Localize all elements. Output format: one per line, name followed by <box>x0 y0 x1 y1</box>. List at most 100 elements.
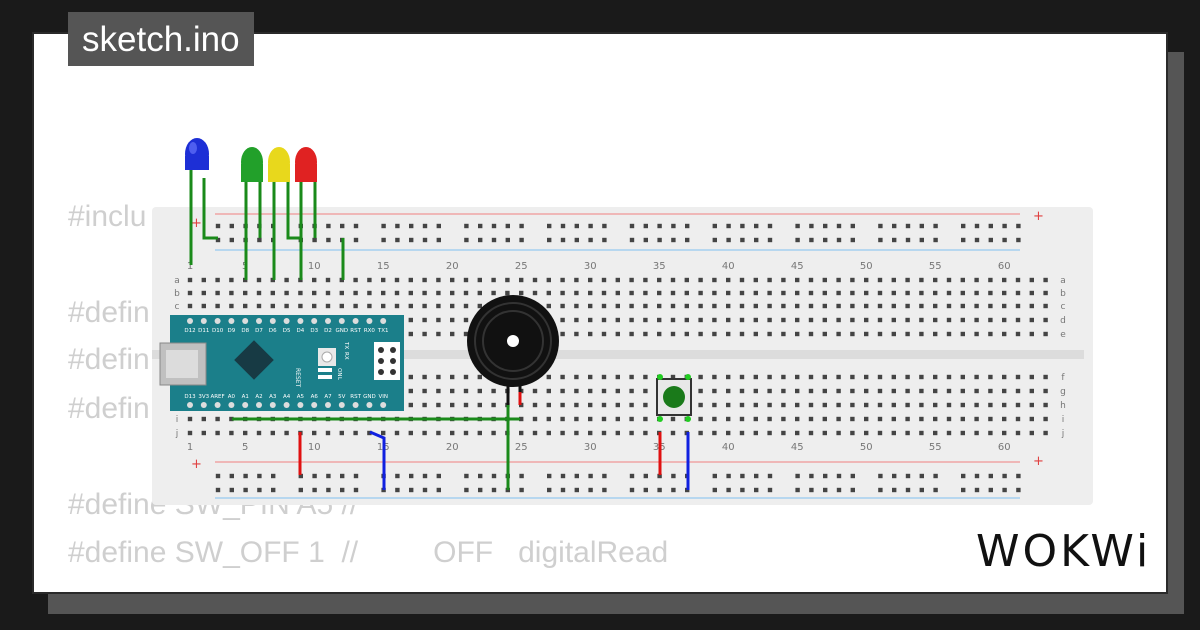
breadboard-hole <box>643 430 648 436</box>
breadboard-hole <box>850 416 855 422</box>
rail-hole <box>795 223 800 229</box>
red-led[interactable] <box>295 147 317 182</box>
breadboard-hole <box>905 303 910 309</box>
wire-green <box>286 182 300 240</box>
breadboard-hole <box>781 317 786 323</box>
rail-hole <box>312 473 317 479</box>
rail-hole <box>988 487 993 493</box>
breadboard-hole <box>739 331 745 337</box>
breadboard-hole <box>822 430 827 436</box>
nano-pin <box>380 318 387 324</box>
breadboard-hole <box>422 374 427 380</box>
breadboard-hole <box>933 277 938 283</box>
breadboard-hole <box>657 317 662 323</box>
rail-hole <box>491 473 497 479</box>
breadboard-hole <box>919 317 924 323</box>
breadboard-hole <box>1015 374 1021 380</box>
wokwi-logo: WOKWi <box>976 526 1152 577</box>
breadboard-hole <box>988 303 993 309</box>
row-letter: c <box>175 302 180 312</box>
green-led[interactable] <box>241 147 263 182</box>
breadboard-hole <box>850 430 855 436</box>
breadboard-hole <box>698 374 703 380</box>
nano-board <box>170 315 404 411</box>
breadboard-hole <box>643 277 648 283</box>
nano-pin-label: TX1 <box>377 328 389 334</box>
buzzer[interactable] <box>467 295 559 405</box>
breadboard-hole <box>657 277 662 283</box>
rail-hole <box>726 237 731 243</box>
breadboard-hole <box>615 430 620 436</box>
breadboard-hole <box>781 402 786 408</box>
breadboard-hole <box>463 402 469 408</box>
breadboard-hole <box>753 303 758 309</box>
breadboard-hole <box>408 277 413 283</box>
breadboard-hole <box>588 303 593 309</box>
breadboard-hole <box>1015 430 1021 436</box>
blue-led[interactable] <box>185 138 209 170</box>
breadboard-hole <box>615 331 620 337</box>
nano-pin <box>256 318 262 324</box>
breadboard-hole <box>891 374 896 380</box>
rail-hole <box>850 487 855 493</box>
nano-label: L <box>336 377 342 381</box>
breadboard-hole <box>629 402 634 408</box>
breadboard-hole <box>325 277 331 283</box>
rail-hole <box>547 473 552 479</box>
breadboard-hole <box>560 303 565 309</box>
rail-hole <box>988 223 993 229</box>
breadboard-hole <box>422 402 427 408</box>
rail-hole <box>422 487 428 493</box>
icsp-pin <box>378 358 384 364</box>
rail-hole <box>257 237 262 243</box>
breadboard-hole <box>670 317 676 323</box>
reset-label: RESET <box>294 368 301 388</box>
breadboard-hole <box>864 416 869 422</box>
breadboard-hole <box>933 430 938 436</box>
nano-pin-label: D13 <box>184 394 196 400</box>
breadboard-hole <box>477 303 482 309</box>
yellow-led[interactable] <box>268 147 290 182</box>
breadboard-hole <box>450 303 455 309</box>
rail-hole <box>215 237 221 243</box>
nano-pin <box>187 318 193 324</box>
nano-pin-label: D7 <box>255 328 263 334</box>
breadboard-hole <box>601 416 607 422</box>
breadboard-hole <box>215 303 220 309</box>
breadboard-hole <box>877 303 883 309</box>
rail-hole <box>643 487 648 493</box>
breadboard-hole <box>767 402 772 408</box>
breadboard-hole <box>477 402 482 408</box>
rail-hole <box>878 237 883 243</box>
rail-plus-label: + <box>191 216 202 231</box>
breadboard-hole <box>739 402 745 408</box>
rail-hole <box>795 237 800 243</box>
breadboard-hole <box>905 277 910 283</box>
breadboard-hole <box>436 374 441 380</box>
rail-hole <box>395 473 400 479</box>
breadboard-hole <box>905 290 910 296</box>
breadboard-hole <box>905 317 910 323</box>
rail-hole <box>243 487 248 493</box>
pushbutton[interactable] <box>656 374 692 422</box>
breadboard-hole <box>767 277 772 283</box>
rail-hole <box>229 473 234 479</box>
breadboard-hole <box>256 290 262 296</box>
rail-hole <box>312 237 317 243</box>
rail-hole <box>712 223 717 229</box>
column-number: 50 <box>860 442 873 453</box>
breadboard-hole <box>601 277 607 283</box>
breadboard-hole <box>643 290 648 296</box>
rail-hole <box>726 473 731 479</box>
breadboard-hole <box>560 416 565 422</box>
breadboard-hole <box>712 416 717 422</box>
breadboard-hole <box>339 290 344 296</box>
led-highlight <box>189 142 197 154</box>
breadboard-hole <box>726 277 731 283</box>
rail-hole <box>547 237 552 243</box>
breadboard-hole <box>712 374 717 380</box>
led-base <box>268 164 290 182</box>
breadboard-hole <box>629 430 634 436</box>
column-number: 35 <box>653 261 666 272</box>
